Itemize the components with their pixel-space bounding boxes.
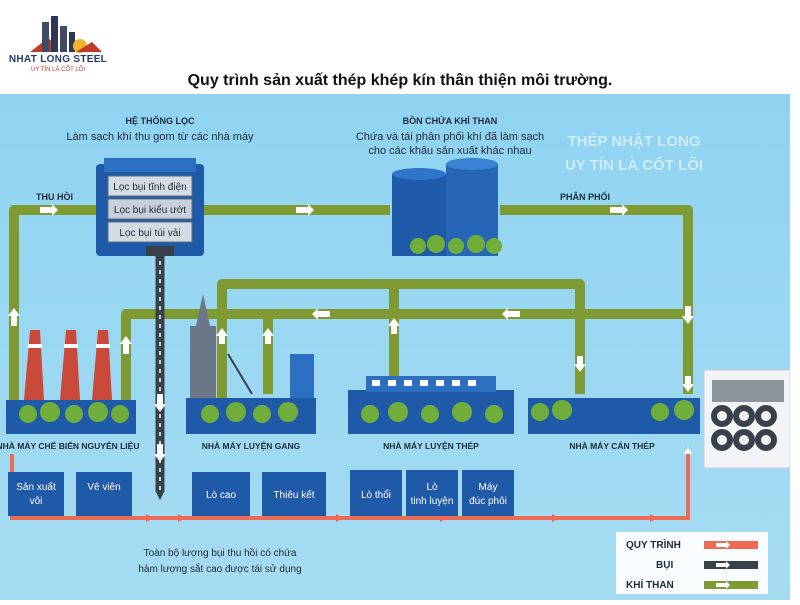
gas-tank-line-2: cho các khâu sản xuất khác nhau (368, 145, 531, 157)
gas-tank: BỒN CHỨA KHÍ THAN Chứa và tái phân phối … (356, 115, 544, 256)
svg-text:tinh luyện: tinh luyện (411, 496, 454, 507)
svg-text:vôi: vôi (30, 496, 43, 507)
svg-text:Sản xuất: Sản xuất (16, 481, 56, 493)
process-box-3: Lò cao (192, 472, 250, 516)
process-box-7: Máy đúc phôi (462, 470, 514, 516)
svg-text:Máy: Máy (479, 482, 498, 493)
legend: QUY TRÌNH BỤI KHÍ THAN (616, 532, 768, 594)
brand-name: NHAT LONG STEEL (8, 54, 108, 65)
legend-label-dust: BỤI (656, 560, 673, 571)
process-flow-arrows (146, 514, 658, 522)
watermark-line-2: UY TÍN LÀ CỐT LÕI (565, 156, 703, 174)
dust-note-line-2: hàm lượng sắt cao được tái sử dụng (138, 562, 301, 575)
svg-text:Lò: Lò (426, 482, 438, 493)
brand-tagline: UY TÍN LÀ CỐT LÕI (30, 67, 86, 73)
filter-system-subtitle: Làm sạch khí thu gom từ các nhà máy (66, 131, 254, 143)
process-box-5: Lò thổi (350, 470, 402, 516)
plant-label-3: NHÀ MÁY LUYỆN THÉP (383, 440, 479, 451)
page-title: Quy trình sản xuất thép khép kín thân th… (187, 72, 613, 89)
filter-system-title: HỆ THỐNG LỌC (126, 115, 195, 126)
collect-label: THU HỒI (36, 191, 73, 202)
plant-iron-smelting: NHÀ MÁY LUYỆN GANG (186, 294, 316, 451)
plant-label-4: NHÀ MÁY CÁN THÉP (569, 441, 655, 451)
gas-tank-title: BỒN CHỨA KHÍ THAN (403, 115, 498, 126)
filter-step-2: Lọc bụi kiểu ướt (114, 204, 186, 216)
plant-label-1: NHÀ MÁY CHẾ BIẾN NGUYÊN LIỆU (0, 440, 139, 451)
plant-steel-making: NHÀ MÁY LUYỆN THÉP (348, 376, 514, 451)
process-diagram-svg: Lọc bụi tĩnh điện Lọc bụi kiểu ướt Lọc b… (0, 94, 791, 600)
filter-system: Lọc bụi tĩnh điện Lọc bụi kiểu ướt Lọc b… (66, 115, 254, 256)
legend-swatch-process (704, 541, 758, 549)
plant-label-2: NHÀ MÁY LUYỆN GANG (202, 440, 301, 451)
dust-note-line-1: Toàn bộ lượng bụi thu hồi có chứa (144, 547, 297, 559)
svg-text:Lò thổi: Lò thổi (361, 489, 391, 501)
right-margin (790, 94, 800, 600)
process-diagram: Lọc bụi tĩnh điện Lọc bụi kiểu ướt Lọc b… (0, 94, 791, 600)
process-box-4: Thiêu kết (262, 472, 326, 516)
flow-arrows (8, 204, 694, 462)
steel-products-panel (703, 369, 791, 469)
watermark-line-1: THÉP NHẬT LONG (567, 132, 700, 150)
legend-label-gas: KHÍ THAN (626, 578, 674, 591)
distribute-label: PHÂN PHỐI (560, 191, 610, 202)
header: NHAT LONG STEEL UY TÍN LÀ CỐT LÕI Quy tr… (0, 0, 800, 94)
filter-step-1: Lọc bụi tĩnh điện (113, 182, 186, 193)
legend-swatch-gas (704, 581, 758, 589)
brand-logo-icon (30, 16, 102, 53)
filter-step-3: Lọc bụi túi vải (119, 228, 180, 239)
svg-text:Thiêu kết: Thiêu kết (273, 489, 314, 501)
plant-raw-material: NHÀ MÁY CHẾ BIẾN NGUYÊN LIỆU (0, 330, 139, 451)
svg-text:Vê viên: Vê viên (87, 482, 120, 493)
svg-text:Lò cao: Lò cao (206, 490, 236, 501)
legend-swatch-dust (704, 561, 758, 569)
svg-text:đúc phôi: đúc phôi (469, 496, 507, 507)
process-box-6: Lò tinh luyện (406, 470, 458, 516)
plant-rolling: NHÀ MÁY CÁN THÉP (528, 398, 700, 451)
legend-label-process: QUY TRÌNH (626, 538, 681, 551)
process-box-1: Sản xuất vôi (8, 472, 64, 516)
gas-tank-line-1: Chứa và tái phân phối khí đã làm sạch (356, 131, 544, 143)
process-box-2: Vê viên (76, 472, 132, 516)
